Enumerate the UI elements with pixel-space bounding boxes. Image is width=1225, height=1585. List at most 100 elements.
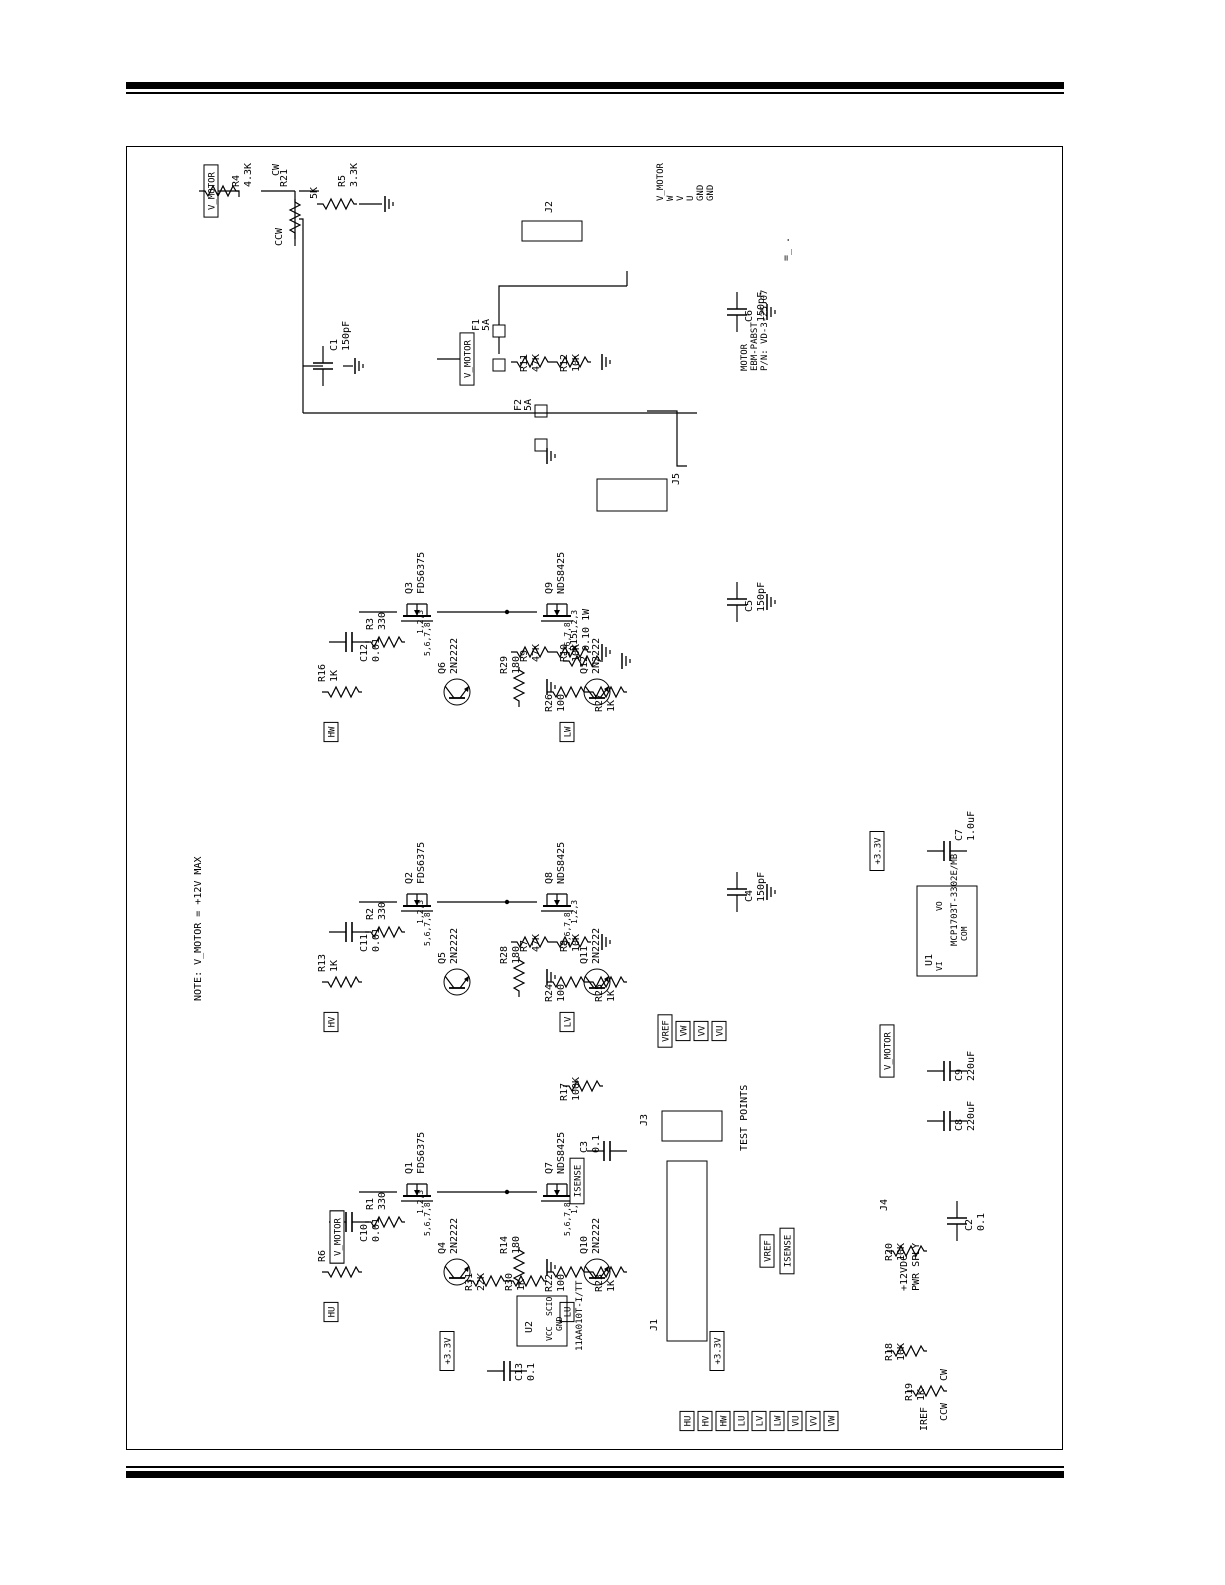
- C13-value: 0.1: [526, 1363, 537, 1381]
- test-points-label: TEST POINTS: [739, 1085, 750, 1151]
- U2-part: 11AA010T-I/TT: [575, 1280, 585, 1351]
- C3-value: 0.1: [591, 1135, 602, 1153]
- J2-ref: J2: [544, 201, 555, 213]
- port-j1-lw: LW: [774, 1415, 784, 1426]
- resistor-R13: [321, 976, 363, 988]
- J5-connector: [596, 478, 668, 512]
- R17-ref: R17: [559, 1083, 570, 1101]
- R21-value: 5K: [309, 187, 320, 199]
- F1-pin3: [492, 324, 506, 338]
- motor-label: P/N: VD-3-25.07: [760, 290, 770, 371]
- Q3-part: FDS6375: [416, 552, 427, 594]
- ground-symbol: [601, 643, 611, 661]
- port-j1-hw: HW: [720, 1415, 730, 1426]
- port-vv: VV: [698, 1025, 708, 1036]
- note-text: NOTE: V_MOTOR = +12V MAX: [193, 857, 204, 1002]
- J2-pin-label: V: [676, 195, 686, 201]
- npn-Q6: [443, 678, 471, 706]
- port-vu-box: [711, 1020, 727, 1042]
- port-p33-u1: +3.3V: [874, 837, 884, 865]
- R4-ref: R4: [231, 175, 242, 187]
- R15-value: 0.10 1W: [581, 608, 592, 651]
- R1-value: 330: [377, 1192, 388, 1210]
- port-vv-box: [693, 1020, 709, 1042]
- C12-ref: C12: [359, 644, 370, 662]
- R10-ref: R10: [559, 644, 570, 662]
- Q1-pins: 1,2,3: [416, 1190, 425, 1214]
- port-v-motor-u1-box: [879, 1024, 895, 1078]
- R23-ref: R23: [594, 1274, 605, 1292]
- motor-label: EBM-PABST: [750, 322, 760, 371]
- R8-ref: R8: [559, 940, 570, 952]
- C10-ref: C10: [359, 1224, 370, 1242]
- Q2-pins: 1,2,3: [416, 900, 425, 924]
- Q9-ref: Q9: [544, 582, 555, 594]
- J4-label-2: PWR SPLY: [911, 1243, 922, 1291]
- port-j1-lv-box: [751, 1410, 767, 1432]
- header-rule-thick: [126, 82, 1064, 89]
- J2-pin-label: V_MOTOR: [656, 162, 666, 201]
- v-motor-port: V_MOTOR: [208, 171, 218, 210]
- C13-ref: C13: [514, 1363, 525, 1381]
- resistor-R5: [316, 198, 358, 210]
- R12-value: 10K: [571, 354, 582, 372]
- Q8-part: NDS8425: [556, 842, 567, 884]
- port-p33-u1-box: [869, 831, 885, 871]
- wire: [299, 218, 304, 413]
- R11-ref: R11: [519, 354, 530, 372]
- nmos-Q8: [540, 893, 574, 912]
- port-HV: HV: [328, 1016, 338, 1027]
- port-p33-u2-box: [439, 1331, 455, 1371]
- C9-value: 220uF: [966, 1051, 977, 1081]
- U2-scio: SCIO: [545, 1297, 554, 1316]
- R23-value: 1K: [606, 1280, 617, 1292]
- iref-label: IREF: [919, 1407, 930, 1431]
- R25-value: 1K: [606, 990, 617, 1002]
- R11-value: 47K: [531, 354, 542, 372]
- R26-ref: R26: [544, 694, 555, 712]
- U2-ref: U2: [524, 1321, 535, 1333]
- Q3-pins: 1,2,3: [416, 610, 425, 634]
- J1-header: [666, 1160, 708, 1342]
- ground-symbol: [621, 652, 631, 670]
- R17-value: 100K: [571, 1077, 582, 1101]
- port-isense-j1-box: [779, 1227, 795, 1275]
- C7-value: 1.0uF: [966, 811, 977, 841]
- port-HU: HU: [328, 1307, 338, 1318]
- port-LW: LW: [564, 726, 574, 737]
- Q3-ref: Q3: [404, 582, 415, 594]
- port-j1-vu: VU: [792, 1416, 802, 1427]
- Q10-part: 2N2222: [591, 1218, 602, 1254]
- R5-ref: R5: [337, 175, 348, 187]
- junction-dot: [504, 609, 510, 615]
- U1-ref: U1: [924, 954, 935, 966]
- port-p33-j1: +3.3V: [714, 1337, 724, 1365]
- R9-value: 47K: [531, 644, 542, 662]
- R16-ref: R16: [317, 664, 328, 682]
- Q9-part: NDS8425: [556, 552, 567, 594]
- resistor-R16: [321, 686, 363, 698]
- port-LW-box: [559, 721, 575, 743]
- U2-gnd: GND: [555, 1316, 564, 1331]
- U1-com: COM: [960, 926, 969, 941]
- port-p33-u2: +3.3V: [444, 1337, 454, 1365]
- port-j1-vw-box: [823, 1410, 839, 1432]
- R28-ref: R28: [499, 946, 510, 964]
- C4-ref: C4: [744, 890, 755, 902]
- C5-ref: C5: [744, 600, 755, 612]
- motor-label: MOTOR: [740, 343, 750, 371]
- R27-value: 1K: [606, 700, 617, 712]
- stray-mark: =_ .: [781, 237, 792, 261]
- v-motor-port-3: V_MOTOR: [334, 1217, 344, 1256]
- C8-value: 220uF: [966, 1101, 977, 1131]
- port-LU: LU: [564, 1307, 574, 1318]
- F1-value: 5A: [481, 319, 492, 331]
- R19-ref: R19: [904, 1383, 915, 1401]
- Q7-part: NDS8425: [556, 1132, 567, 1174]
- Q7-ref: Q7: [544, 1162, 555, 1174]
- R24-ref: R24: [544, 984, 555, 1002]
- F2-ref: F2: [513, 399, 524, 411]
- R28-value: 180: [511, 946, 522, 964]
